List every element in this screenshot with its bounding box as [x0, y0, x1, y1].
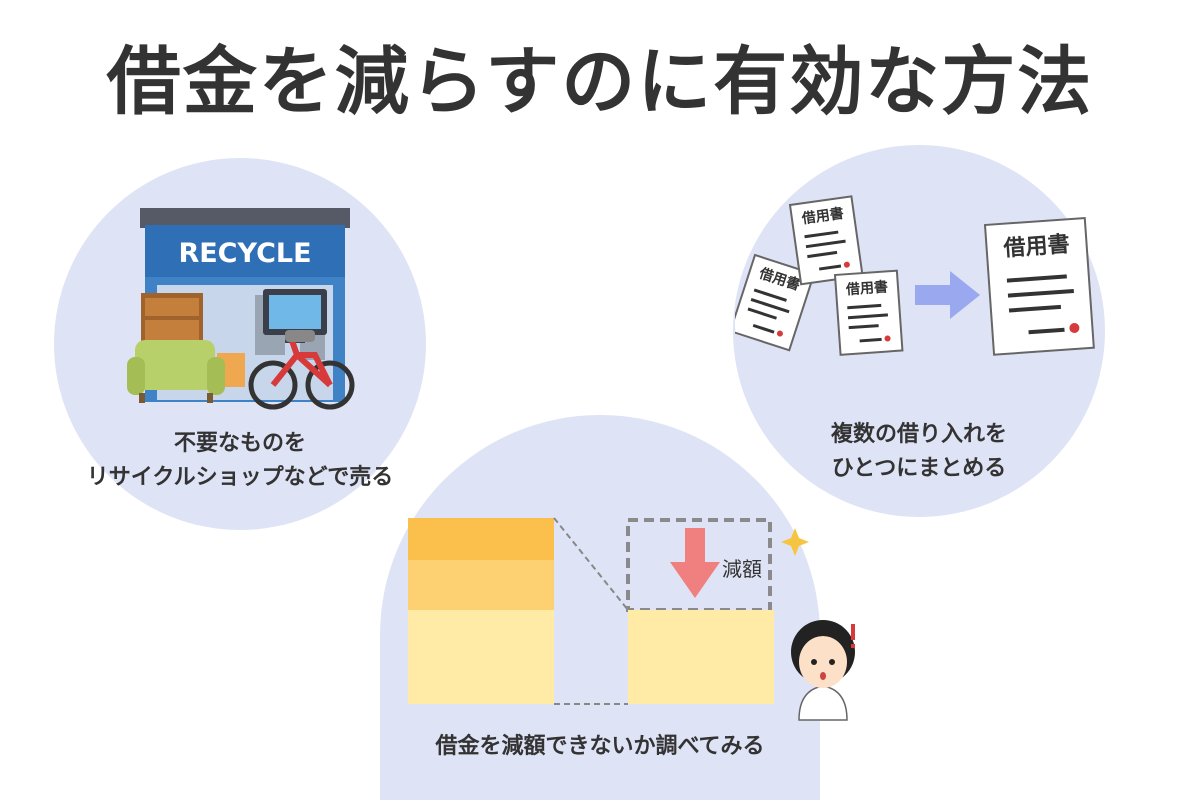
- reduce-debt-illustration: 減額: [408, 517, 855, 721]
- loan-document-small: 借用書: [735, 253, 816, 352]
- arrow-down-icon: [670, 528, 720, 598]
- consolidate-illustration: 借用書 借用書 借用書 借用書: [735, 195, 1095, 356]
- reduction-badge: 減額: [722, 557, 762, 581]
- shop-roof: [140, 208, 350, 228]
- document-label: 借用書: [844, 278, 888, 298]
- debt-after-reduction: [628, 610, 774, 704]
- recycle-caption-line1: 不要なものを: [173, 431, 306, 456]
- sparkle-icon: [781, 528, 809, 556]
- recycle-caption: 不要なものを リサイクルショップなどで売る: [54, 427, 426, 495]
- arrow-right-icon: [915, 271, 980, 319]
- document-label: 借用書: [800, 205, 845, 228]
- debt-stack-base: [408, 610, 554, 704]
- loan-document-large: 借用書: [983, 216, 1095, 356]
- debt-stack-top: [408, 518, 554, 560]
- document-label: 借用書: [1002, 231, 1071, 262]
- loan-document-small: 借用書: [833, 269, 904, 356]
- loan-document-small: 借用書: [788, 195, 864, 286]
- consolidate-caption-line2: ひとつにまとめる: [831, 456, 1007, 481]
- sofa-icon: [135, 340, 215, 390]
- connector-line: [553, 517, 629, 611]
- reduced-amount-outline: [626, 518, 772, 612]
- person-surprised-icon: [791, 620, 855, 721]
- shop-sign-board: [145, 225, 345, 277]
- debt-stack-mid: [408, 560, 554, 610]
- reduce-caption: 借金を減額できないか調べてみる: [435, 734, 765, 759]
- recycle-shop-illustration: RECYCLE: [127, 208, 355, 410]
- consolidate-caption: 複数の借り入れを ひとつにまとめる: [733, 418, 1105, 486]
- bicycle-icon: [248, 330, 355, 410]
- consolidate-caption-line1: 複数の借り入れを: [830, 422, 1007, 447]
- shop-sign-text: RECYCLE: [178, 238, 311, 269]
- recycle-caption-line2: リサイクルショップなどで売る: [86, 465, 394, 490]
- page-title: 借金を減らすのに有効な方法: [106, 39, 1094, 125]
